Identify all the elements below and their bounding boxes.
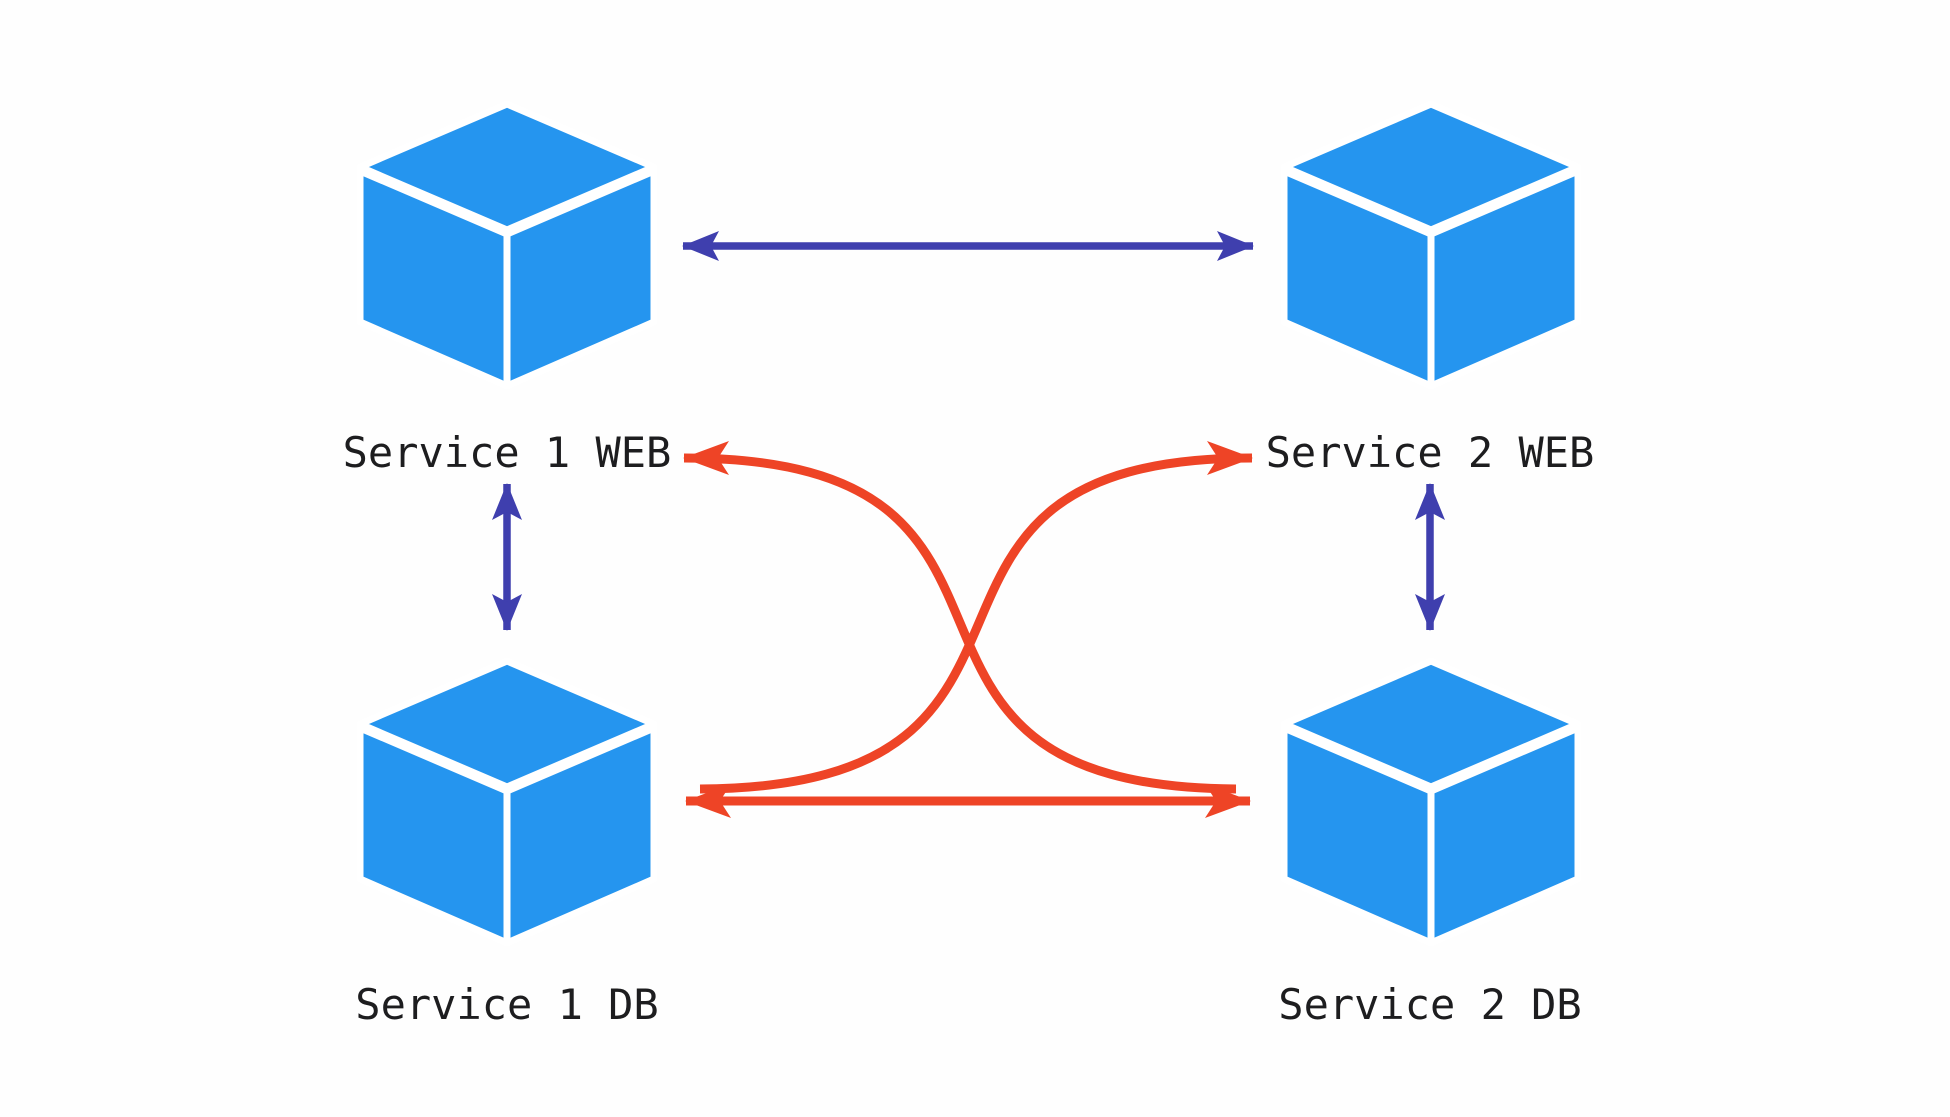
cube-icon bbox=[357, 101, 657, 389]
arrow-db2-web1-cross bbox=[683, 441, 1237, 794]
node-label-service-2-web: Service 2 WEB bbox=[1265, 428, 1595, 477]
cube-icon bbox=[1281, 101, 1581, 389]
node-label-service-1-web: Service 1 WEB bbox=[342, 428, 672, 477]
node-label-service-2-db: Service 2 DB bbox=[1278, 980, 1582, 1029]
cube-icon bbox=[357, 658, 657, 946]
node-label-service-1-db: Service 1 DB bbox=[355, 980, 659, 1029]
cube-icon bbox=[1281, 658, 1581, 946]
arrow-db1-web2-cross bbox=[699, 441, 1253, 794]
